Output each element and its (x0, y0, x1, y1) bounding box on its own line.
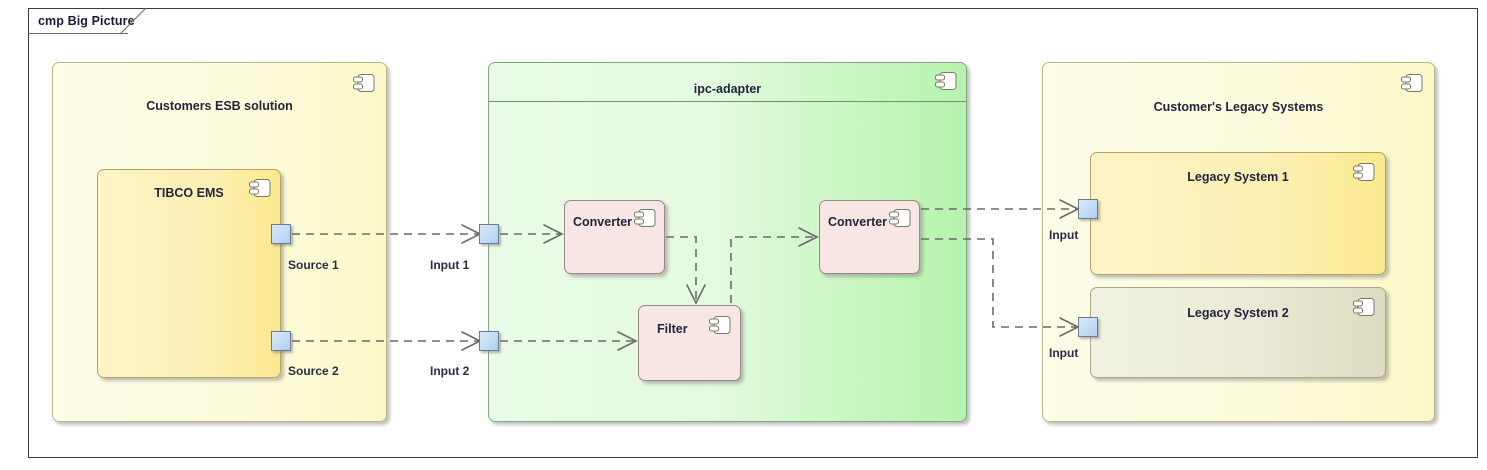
component-converter-1[interactable]: Converter (564, 200, 665, 274)
uml-component-icon (1400, 73, 1424, 93)
port-input-2[interactable] (479, 331, 499, 351)
port-label-source-1: Source 1 (288, 258, 339, 272)
uml-component-icon (1352, 162, 1376, 182)
uml-component-icon (1352, 297, 1376, 317)
diagram-frame (28, 8, 1478, 458)
port-legacy-2-input[interactable] (1078, 317, 1098, 337)
component-tibco-ems[interactable]: TIBCO EMS (97, 169, 281, 378)
uml-component-icon (888, 208, 912, 228)
component-title: TIBCO EMS (154, 186, 224, 200)
component-title: Legacy System 2 (1187, 306, 1289, 320)
frame-tab: cmp Big Picture (28, 8, 163, 34)
component-legacy-system-1[interactable]: Legacy System 1 (1090, 152, 1386, 275)
component-title: Customers ESB solution (146, 99, 293, 113)
uml-component-icon (708, 315, 732, 335)
port-label-legacy-2-input: Input (1049, 346, 1079, 360)
port-input-1[interactable] (479, 224, 499, 244)
port-legacy-1-input[interactable] (1078, 199, 1098, 219)
component-title: Converter (828, 215, 888, 229)
component-title: Customer's Legacy Systems (1153, 100, 1324, 114)
port-label-input-2: Input 2 (430, 364, 470, 378)
port-source-1[interactable] (271, 224, 291, 244)
port-label-source-2: Source 2 (288, 364, 339, 378)
frame-tab-corner (120, 8, 146, 34)
port-label-legacy-1-input: Input (1049, 228, 1079, 242)
component-legacy-system-2[interactable]: Legacy System 2 (1090, 287, 1386, 378)
component-title: Converter (573, 215, 633, 229)
port-label-input-1: Input 1 (430, 258, 470, 272)
frame-tab-label: cmp Big Picture (38, 14, 135, 28)
component-header-divider (489, 101, 966, 102)
uml-component-icon (934, 71, 958, 91)
component-title: Legacy System 1 (1187, 170, 1289, 184)
component-title: Filter (657, 322, 688, 336)
component-filter[interactable]: Filter (638, 305, 741, 381)
component-converter-2[interactable]: Converter (819, 200, 920, 274)
uml-component-icon (633, 208, 657, 228)
uml-component-icon (248, 178, 272, 198)
frame-tab-underline (28, 33, 128, 34)
component-title: ipc-adapter (693, 82, 762, 96)
uml-component-icon (352, 73, 376, 93)
port-source-2[interactable] (271, 331, 291, 351)
